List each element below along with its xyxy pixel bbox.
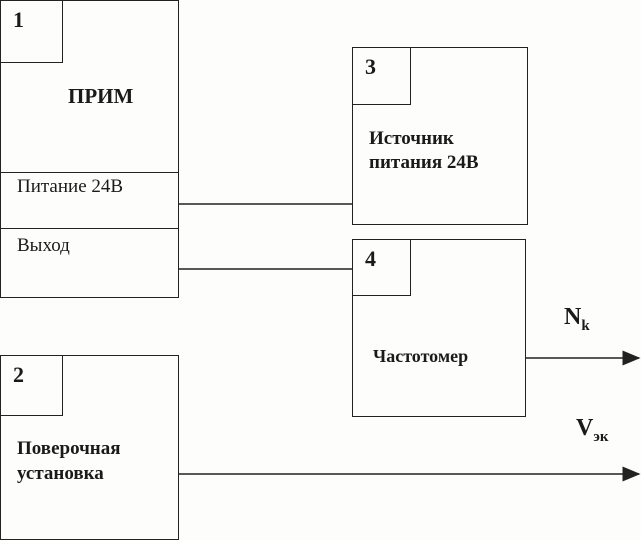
block-2-number: 2 bbox=[0, 355, 63, 416]
block-1-number: 1 bbox=[0, 0, 63, 63]
vek-label: Vэк bbox=[576, 416, 608, 449]
nk-label: Nk bbox=[564, 305, 590, 338]
block-power-supply bbox=[352, 47, 528, 225]
vek-label-sub: эк bbox=[593, 428, 609, 445]
block-prim-power-divider bbox=[0, 172, 179, 229]
block-prim bbox=[0, 0, 179, 298]
port-power-label: Питание 24В bbox=[17, 176, 124, 197]
block-4-title: Частотомер bbox=[373, 346, 469, 366]
vek-label-main: V bbox=[576, 415, 594, 441]
block-frequency-meter bbox=[352, 239, 526, 417]
block-3-number: 3 bbox=[352, 47, 411, 105]
block-3-title-line1: Источник bbox=[369, 128, 454, 149]
block-3-title-line2: питания 24В bbox=[369, 152, 479, 173]
block-2-title-line1: Поверочная bbox=[17, 438, 121, 459]
block-1-title: ПРИМ bbox=[68, 84, 134, 108]
block-4-number: 4 bbox=[352, 239, 411, 296]
block-2-title-line2: установка bbox=[17, 463, 104, 484]
nk-label-sub: k bbox=[581, 317, 590, 334]
block-prim-output-divider bbox=[0, 228, 179, 229]
nk-label-main: N bbox=[564, 304, 582, 330]
port-output-label: Выход bbox=[17, 235, 70, 256]
